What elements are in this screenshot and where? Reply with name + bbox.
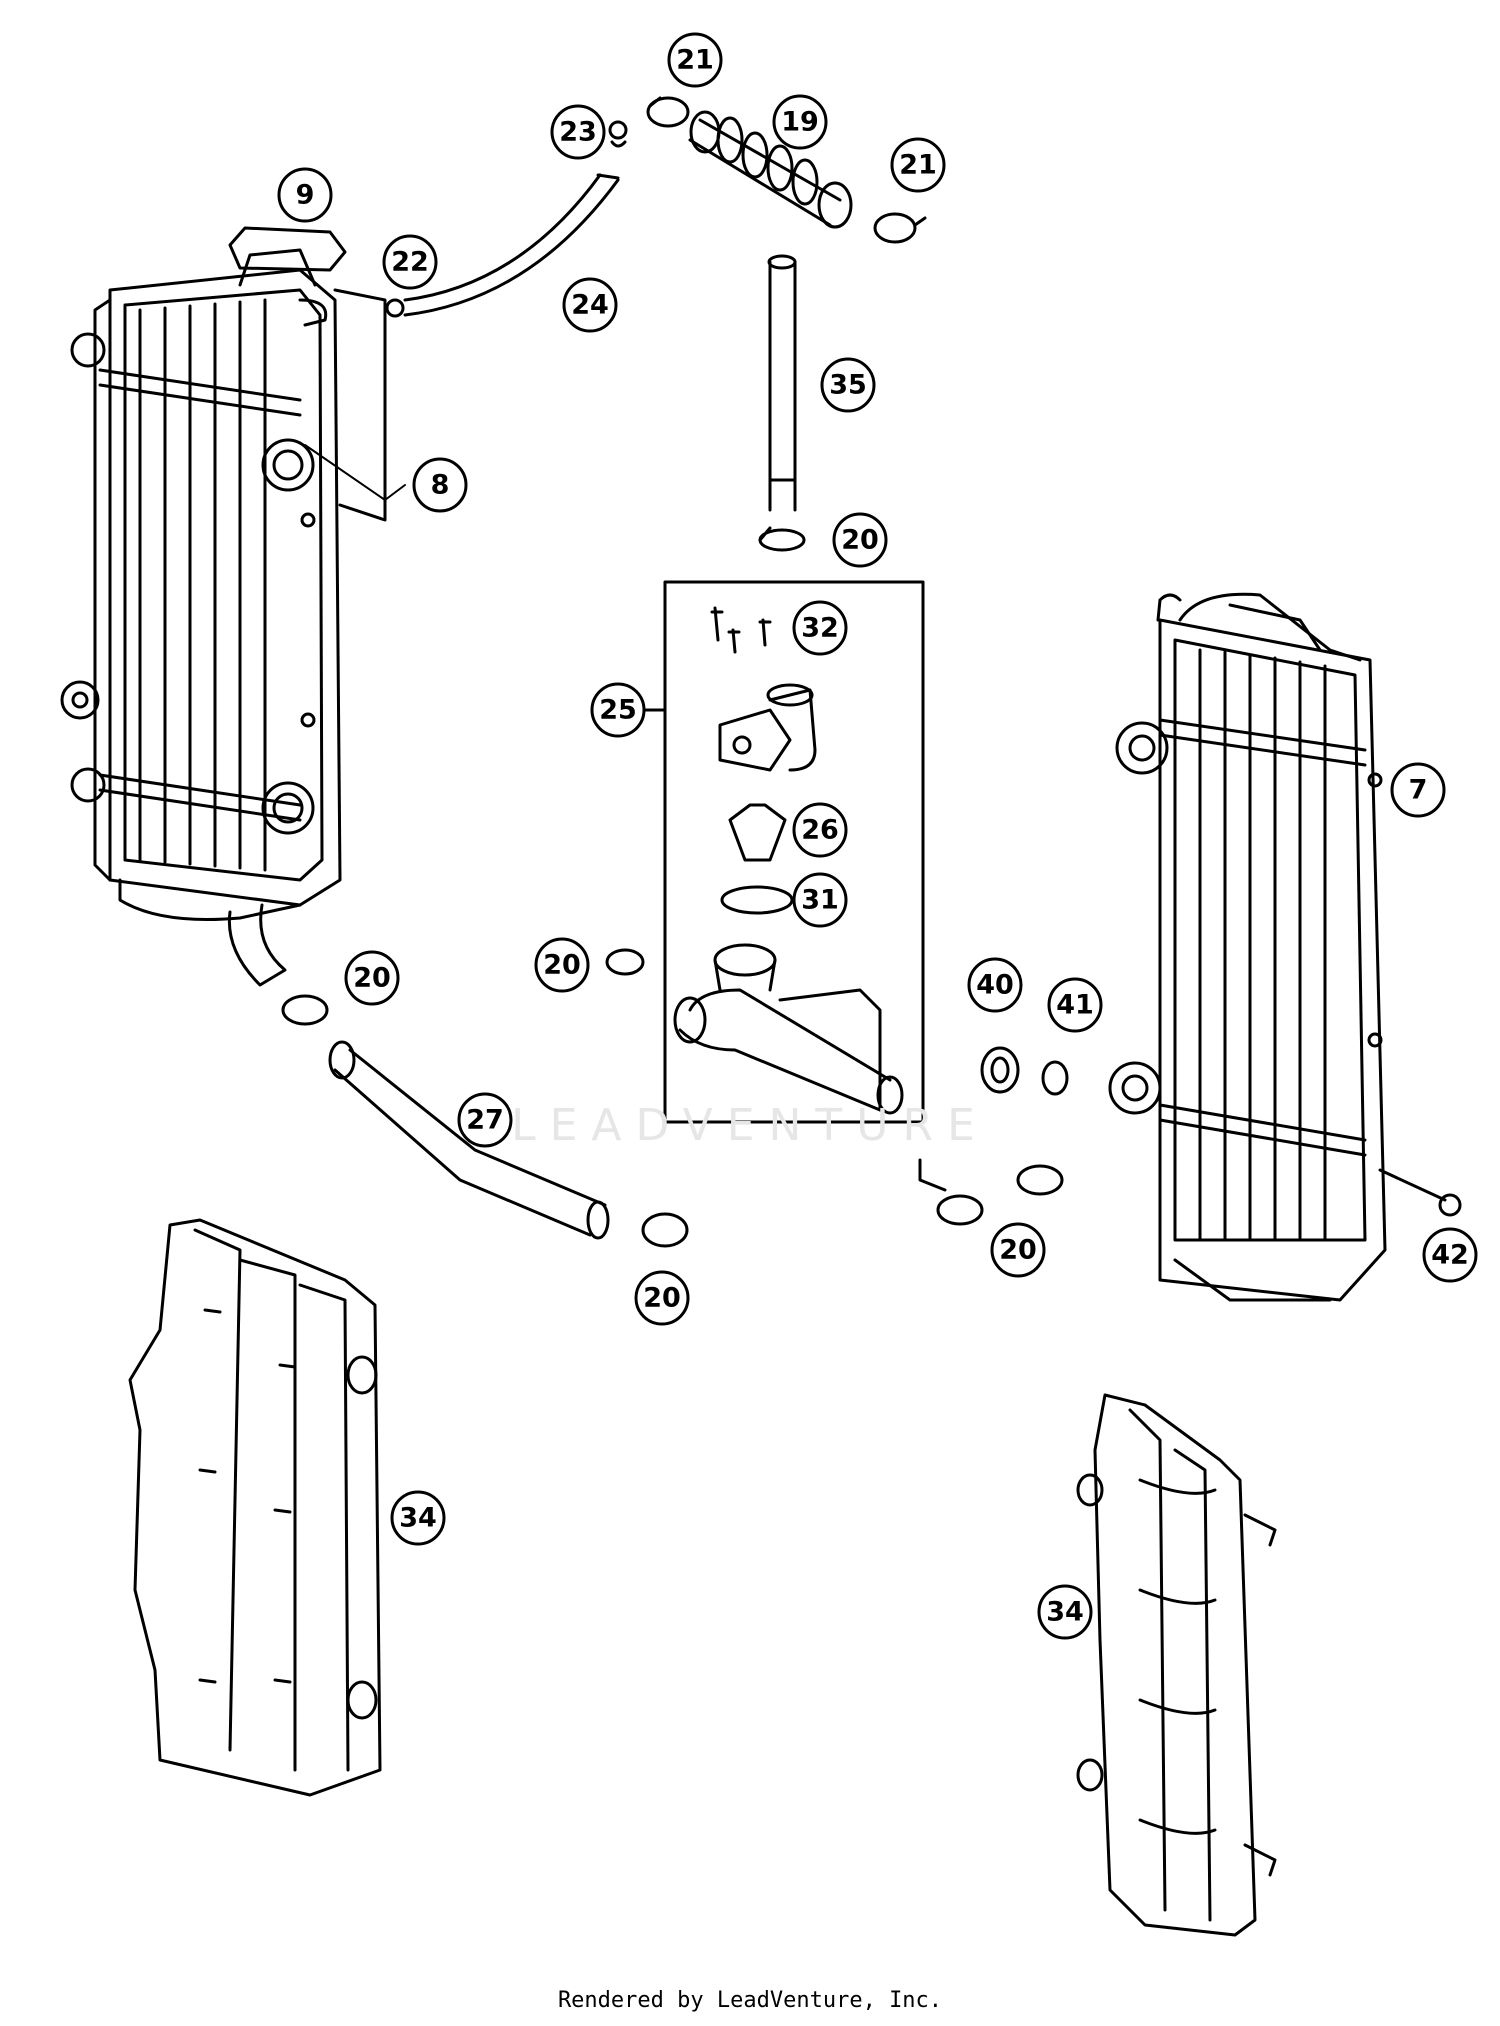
callout-20: 20: [634, 1270, 690, 1326]
svg-text:40: 40: [976, 970, 1014, 1001]
svg-text:42: 42: [1431, 1240, 1469, 1271]
callout-41: 41: [1047, 977, 1103, 1033]
svg-text:34: 34: [399, 1503, 437, 1534]
callout-9: 9: [277, 167, 333, 223]
right-radiator-shroud: [1076, 1393, 1277, 1937]
leader-lines: [304, 444, 406, 501]
svg-text:20: 20: [353, 963, 391, 994]
callout-23: 23: [550, 104, 606, 160]
svg-text:22: 22: [391, 247, 429, 278]
grommet-washer: [980, 1046, 1069, 1096]
callout-32: 32: [792, 600, 848, 656]
svg-text:25: 25: [599, 695, 637, 726]
callout-40: 40: [967, 957, 1023, 1013]
right-radiator: [1108, 592, 1462, 1302]
callout-34: 34: [1037, 1584, 1093, 1640]
svg-text:41: 41: [1056, 990, 1094, 1021]
callout-26: 26: [792, 802, 848, 858]
callout-20: 20: [832, 512, 888, 568]
svg-text:20: 20: [643, 1283, 681, 1314]
callout-24: 24: [562, 277, 618, 333]
left-radiator-shroud: [128, 1218, 382, 1797]
svg-text:20: 20: [999, 1235, 1037, 1266]
upper-hose-assembly: [646, 96, 927, 244]
svg-text:34: 34: [1046, 1597, 1084, 1628]
callout-42: 42: [1422, 1227, 1478, 1283]
svg-text:26: 26: [801, 815, 839, 846]
svg-text:20: 20: [543, 950, 581, 981]
callout-22: 22: [382, 234, 438, 290]
callout-8: 8: [412, 457, 468, 513]
callout-27: 27: [457, 1092, 513, 1148]
callout-21: 21: [667, 32, 723, 88]
svg-text:24: 24: [571, 290, 609, 321]
callout-34: 34: [390, 1490, 446, 1546]
svg-text:19: 19: [781, 107, 819, 138]
svg-text:9: 9: [296, 180, 315, 211]
svg-text:35: 35: [829, 370, 867, 401]
callout-19: 19: [772, 94, 828, 150]
svg-text:31: 31: [801, 885, 839, 916]
callout-31: 31: [792, 872, 848, 928]
svg-text:7: 7: [1409, 775, 1428, 806]
lower-hose-27: [328, 1040, 610, 1240]
overflow-hose-assembly: [385, 120, 628, 318]
callout-20: 20: [534, 937, 590, 993]
svg-text:23: 23: [559, 117, 597, 148]
callout-21: 21: [890, 137, 946, 193]
callout-25: 25: [590, 682, 646, 738]
callouts: 21 19 23 21 9 22 24 35: [277, 32, 1478, 1640]
callout-20: 20: [344, 950, 400, 1006]
svg-text:20: 20: [841, 525, 879, 556]
callout-7: 7: [1390, 762, 1446, 818]
footer-credit: Rendered by LeadVenture, Inc.: [557, 1988, 943, 2013]
svg-text:8: 8: [431, 470, 450, 501]
thermostat-kit: [643, 580, 925, 1124]
svg-text:32: 32: [801, 613, 839, 644]
callout-20: 20: [990, 1222, 1046, 1278]
water-pipe-35: [758, 254, 806, 552]
svg-text:21: 21: [676, 45, 714, 76]
watermark-text: LEADVENTURE: [511, 1100, 989, 1151]
svg-text:27: 27: [466, 1105, 504, 1136]
hose-clamps-20: [281, 948, 1064, 1248]
left-radiator: [60, 226, 387, 987]
callout-35: 35: [820, 357, 876, 413]
svg-text:21: 21: [899, 150, 937, 181]
